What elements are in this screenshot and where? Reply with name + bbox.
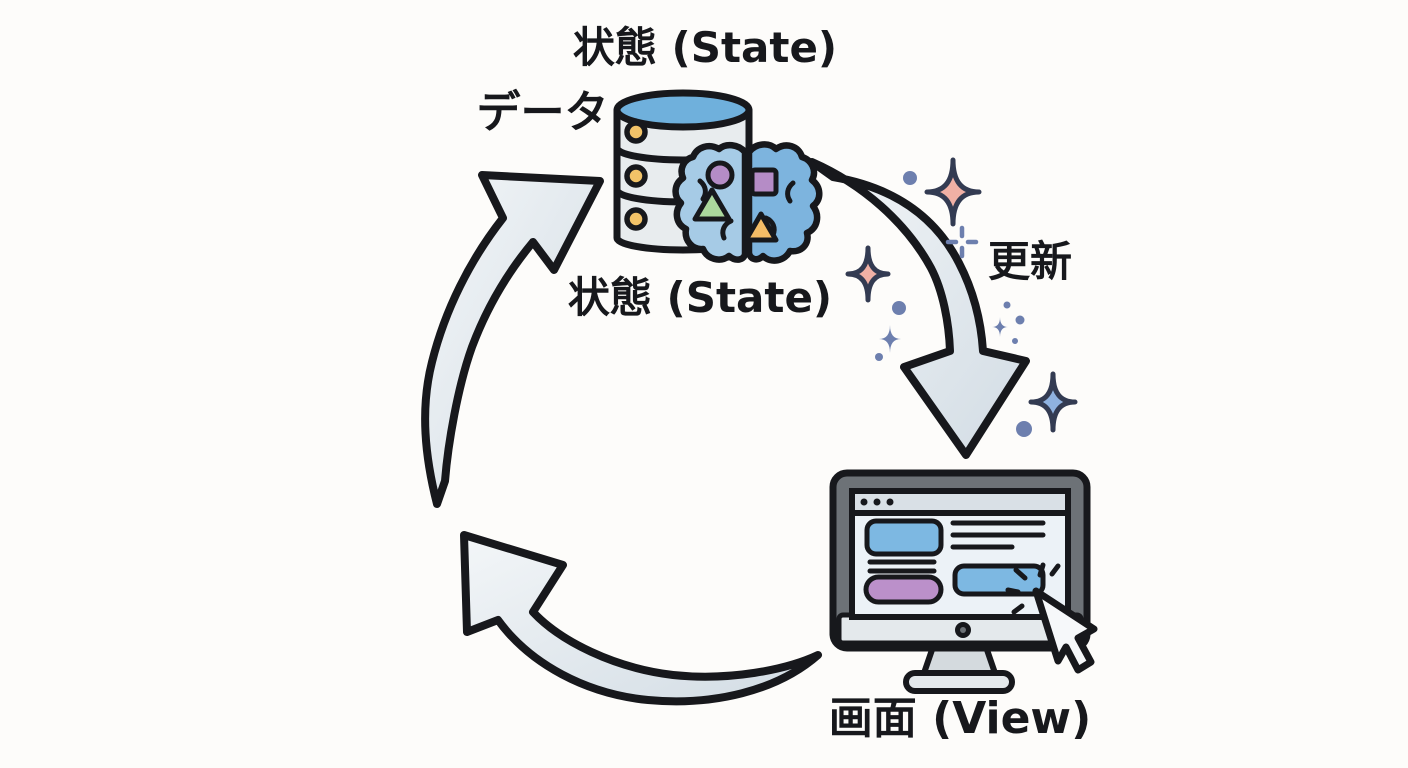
label-state-bottom: 状態 (State) bbox=[567, 273, 833, 322]
curved-arrow-up-right-icon bbox=[421, 171, 604, 508]
brain-shape-square bbox=[749, 167, 779, 197]
sparkle-icon bbox=[879, 325, 901, 353]
screen-purple-pill bbox=[863, 574, 944, 605]
browser-dot bbox=[860, 498, 868, 506]
sparkle-dot bbox=[1003, 301, 1011, 309]
screen-blue-card bbox=[864, 518, 944, 557]
monitor-base bbox=[903, 670, 1015, 694]
sparkle-icon bbox=[845, 245, 891, 303]
label-data: データ bbox=[476, 87, 609, 138]
brain-icon bbox=[672, 141, 823, 264]
db-dot bbox=[624, 120, 648, 144]
cursor-click-icon bbox=[1005, 562, 1098, 674]
sparkle-dot bbox=[1012, 338, 1018, 344]
sparkle-dot bbox=[875, 353, 883, 361]
label-update: 更新 bbox=[987, 237, 1072, 286]
browser-dot bbox=[886, 498, 894, 506]
sparkle-icons bbox=[845, 157, 1078, 437]
db-dot bbox=[624, 164, 648, 188]
browser-dot bbox=[873, 498, 881, 506]
sparkle-dot bbox=[892, 301, 906, 315]
sparkle-icon bbox=[1028, 371, 1078, 433]
sparkle-icon bbox=[924, 157, 982, 227]
label-view: 画面 (View) bbox=[828, 693, 1092, 744]
plus-sparkle-icon bbox=[945, 225, 979, 259]
label-state-top: 状態 (State) bbox=[572, 23, 838, 72]
brain-shape-circle bbox=[705, 160, 735, 190]
sparkle-dot bbox=[1015, 315, 1025, 325]
sparkle-dot bbox=[1016, 421, 1032, 437]
curved-arrow-down-icon bbox=[808, 158, 1030, 459]
sparkle-dot bbox=[903, 171, 917, 185]
screen-blue-button bbox=[952, 563, 1046, 597]
browser-bar bbox=[849, 488, 1071, 516]
curved-arrow-up-left-icon bbox=[460, 531, 822, 706]
monitor-icon bbox=[829, 469, 1091, 694]
sparkle-icon bbox=[992, 317, 1008, 337]
db-dot bbox=[624, 207, 648, 231]
brain-shape-triangle bbox=[692, 187, 732, 222]
brain-shape-triangle bbox=[743, 211, 779, 243]
